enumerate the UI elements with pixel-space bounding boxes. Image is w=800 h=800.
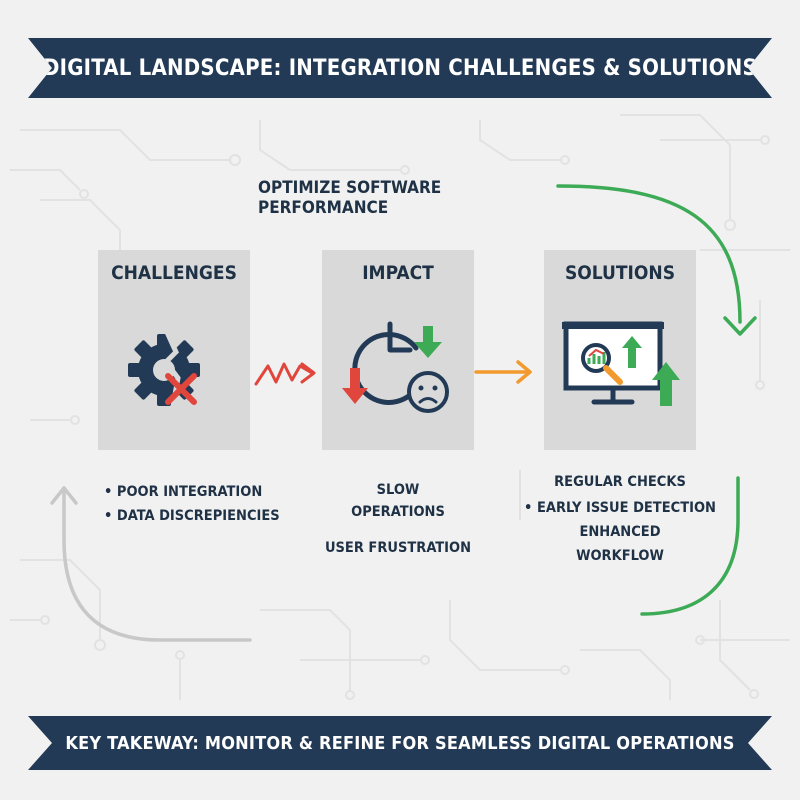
right-loop-arrow <box>640 476 740 616</box>
red-down-arrow <box>342 368 368 404</box>
solution-item-1: REGULAR CHECKS <box>554 474 686 490</box>
impact-panel: IMPACT <box>322 250 474 450</box>
solution-item-3: ENHANCED <box>579 524 661 540</box>
top-loop-arrow <box>556 184 742 324</box>
takeaway-banner: KEY TAKEWAY: MONITOR & REFINE FOR SEAMLE… <box>28 716 772 770</box>
impact-title: IMPACT <box>362 262 434 284</box>
return-loop-arrowhead <box>50 486 78 505</box>
solutions-panel: SOLUTIONS <box>544 250 696 450</box>
green-up-arrow-large <box>652 362 680 406</box>
solutions-title: SOLUTIONS <box>564 262 676 284</box>
zigzag-red-arrowhead <box>300 362 316 384</box>
green-up-arrow-small <box>622 336 642 368</box>
orange-arrowhead <box>516 360 532 384</box>
key-takeaway: KEY TAKEWAY: MONITOR & REFINE FOR SEAMLE… <box>65 732 735 754</box>
solution-item-4: WORKFLOW <box>576 548 664 564</box>
clock-down-frown-icon <box>342 321 449 413</box>
monitor-chart-up-icon <box>562 321 680 406</box>
loop-label: OPTIMIZE SOFTWARE PERFORMANCE <box>258 178 442 218</box>
title-banner: DIGITAL LANDSCAPE: INTEGRATION CHALLENGE… <box>28 38 772 98</box>
challenge-item-2: DATA DISCREPIENCIES <box>104 504 280 528</box>
zigzag-red-arrow <box>254 362 314 386</box>
top-loop-arrowhead <box>723 316 757 336</box>
solution-item-2: EARLY ISSUE DETECTION <box>520 496 720 520</box>
return-loop-arrow <box>62 488 252 642</box>
frown-face-icon <box>407 371 449 413</box>
green-down-arrow <box>414 326 442 358</box>
challenge-item-1: POOR INTEGRATION <box>104 480 262 504</box>
broken-gear-icon <box>128 328 200 406</box>
challenges-title: CHALLENGES <box>111 262 237 284</box>
impact-item-3: USER FRUSTRATION <box>324 540 472 556</box>
page-title: DIGITAL LANDSCAPE: INTEGRATION CHALLENGE… <box>43 55 757 81</box>
impact-item-2: OPERATIONS <box>351 504 445 520</box>
challenges-panel: CHALLENGES <box>98 250 250 450</box>
impact-item-1: SLOW <box>376 482 420 498</box>
